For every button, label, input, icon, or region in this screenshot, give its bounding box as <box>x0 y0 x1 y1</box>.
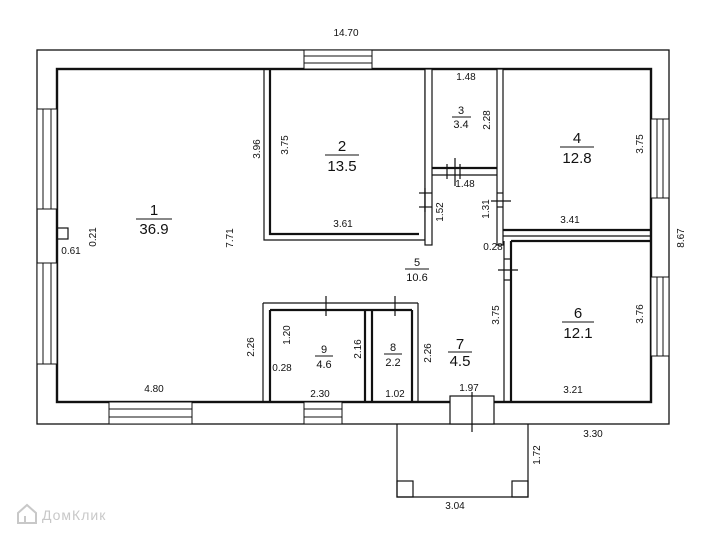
interior-walls <box>56 68 651 402</box>
room-area: 36.9 <box>139 221 168 238</box>
room-4-label: 4 12.8 <box>560 130 594 167</box>
room-number: 9 <box>321 344 327 356</box>
watermark-text: ДомКлик <box>42 507 106 523</box>
dim-overall-depth: 8.67 <box>676 228 687 248</box>
dim-corridor-small: 0.28 <box>483 242 503 253</box>
dim-column-width: 0.61 <box>61 246 81 257</box>
room-7-label: 7 4.5 <box>448 336 472 370</box>
dim-r3-right: 2.28 <box>482 110 493 130</box>
dim-r9-bottom: 2.30 <box>310 389 330 400</box>
dim-porch-bottom: 3.04 <box>445 501 465 512</box>
dim-column-depth: 0.21 <box>88 227 99 247</box>
exterior-walls <box>36 49 670 425</box>
dim-r3-bottom: 1.48 <box>455 179 475 190</box>
dim-porch-depth: 1.72 <box>532 445 543 465</box>
dim-r7-left: 2.26 <box>423 343 434 363</box>
room-area: 4.6 <box>316 359 331 371</box>
room-number: 7 <box>456 336 464 353</box>
room-number: 3 <box>458 105 464 117</box>
room-6-label: 6 12.1 <box>562 305 594 342</box>
dim-r6-bottom: 3.21 <box>563 385 583 396</box>
room-area: 2.2 <box>385 357 400 369</box>
dim-r3-top: 1.48 <box>456 72 476 83</box>
room-area: 12.1 <box>563 325 592 342</box>
dim-r6-right: 3.76 <box>635 304 646 324</box>
doors <box>325 158 518 432</box>
window-left-upper <box>36 108 58 210</box>
door-room-6 <box>498 258 518 281</box>
house-logo-icon <box>17 503 37 524</box>
dim-overall-width: 14.70 <box>333 28 358 39</box>
room-8-label: 8 2.2 <box>384 342 402 369</box>
dim-r4-bottom: 3.41 <box>560 215 580 226</box>
room-number: 8 <box>390 342 396 354</box>
room-5-label: 5 10.6 <box>405 257 429 284</box>
room-area: 4.5 <box>450 353 471 370</box>
dim-r2-bottom: 3.61 <box>333 219 353 230</box>
window-top <box>303 49 373 70</box>
window-right-upper <box>650 118 670 199</box>
window-left-lower <box>36 262 58 365</box>
dim-r1-bottom: 4.80 <box>144 384 164 395</box>
window-bottom-middle <box>303 401 343 425</box>
dim-r6-left: 3.75 <box>491 305 502 325</box>
window-bottom-left <box>108 401 193 425</box>
dim-r1-right: 3.96 <box>252 139 263 159</box>
door-room-2 <box>419 188 432 212</box>
dim-r2-left: 3.75 <box>280 135 291 155</box>
dim-r9-left: 2.26 <box>246 337 257 357</box>
room-number: 1 <box>150 202 158 219</box>
dim-r7-bottom: 1.97 <box>459 383 479 394</box>
room-9-label: 9 4.6 <box>315 344 333 371</box>
dim-corridor-left: 1.52 <box>435 202 446 222</box>
dim-r9-right: 2.16 <box>353 339 364 359</box>
dim-corridor-right: 1.31 <box>481 199 492 219</box>
door-room-4 <box>491 192 511 208</box>
entrance-door <box>449 392 495 432</box>
room-area: 12.8 <box>562 150 591 167</box>
room-number: 4 <box>573 130 581 147</box>
room-number: 6 <box>574 305 582 322</box>
dim-r1-height: 7.71 <box>225 228 236 248</box>
dimensions: 14.70 8.67 4.80 7.71 0.61 0.21 3.96 3.75… <box>61 28 687 512</box>
room-area: 13.5 <box>327 158 356 175</box>
room-number: 2 <box>338 138 346 155</box>
room-number: 5 <box>414 257 420 269</box>
dim-porch-width: 3.30 <box>583 429 603 440</box>
dim-r9-top: 1.20 <box>282 325 293 345</box>
room-3-label: 3 3.4 <box>452 105 471 131</box>
room-area: 3.4 <box>453 119 468 131</box>
watermark: ДомКлик <box>17 503 106 524</box>
room-area: 10.6 <box>406 272 427 284</box>
dim-r8-bottom: 1.02 <box>385 389 405 400</box>
dim-r9-small: 0.28 <box>272 363 292 374</box>
dim-r4-right: 3.75 <box>635 134 646 154</box>
porch <box>396 424 529 498</box>
room-1-label: 1 36.9 <box>136 202 172 238</box>
window-right-lower <box>650 276 670 357</box>
windows <box>36 49 670 425</box>
room-2-label: 2 13.5 <box>325 138 359 175</box>
door-room-3 <box>446 158 461 186</box>
